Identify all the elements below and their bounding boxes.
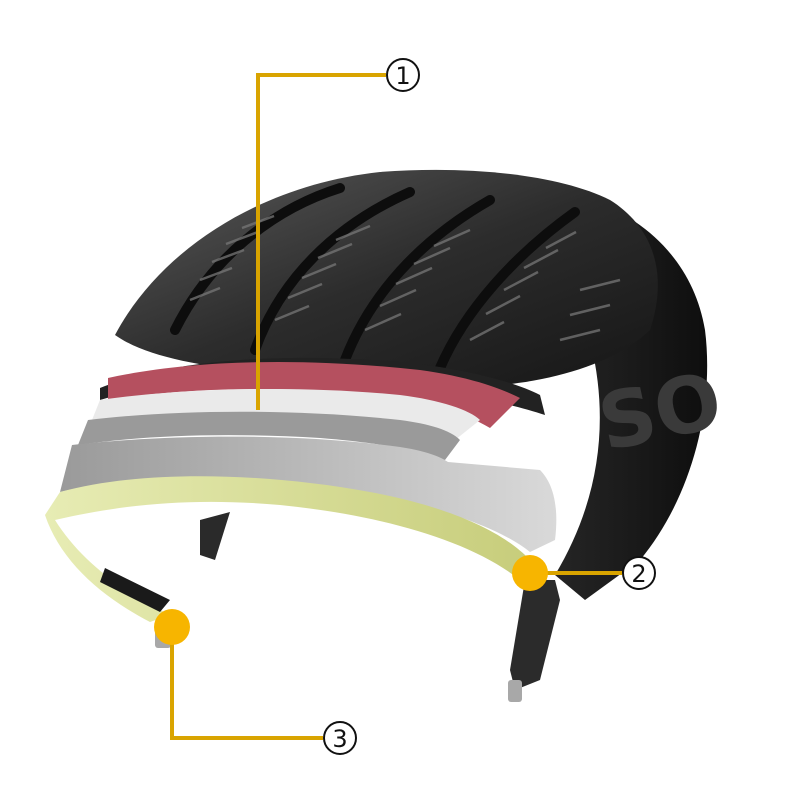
left-bead bbox=[100, 568, 170, 612]
callout-3-badge bbox=[323, 721, 357, 755]
callout-1-badge bbox=[386, 58, 420, 92]
left-inner-wall bbox=[200, 512, 230, 560]
tread-grooves bbox=[170, 183, 580, 373]
cap-ply-layer bbox=[92, 388, 480, 440]
tire-sidewall bbox=[520, 185, 708, 600]
callout-3-label: 3 bbox=[332, 725, 347, 753]
belt-layer-red bbox=[108, 362, 520, 428]
callout-2-marker bbox=[512, 555, 548, 591]
callout-1-label: 1 bbox=[395, 62, 410, 90]
inner-liner bbox=[45, 476, 530, 622]
steel-belt-layer bbox=[78, 411, 460, 460]
callout-2-label: 2 bbox=[631, 560, 646, 588]
callout-1-leader bbox=[256, 73, 386, 410]
right-bead bbox=[510, 580, 560, 690]
tread-sipes bbox=[189, 214, 621, 342]
callout-3-leader bbox=[170, 627, 323, 740]
carcass-layer bbox=[60, 436, 557, 552]
callout-2-badge bbox=[622, 556, 656, 590]
right-bead-wire bbox=[508, 680, 522, 702]
callout-3-marker bbox=[154, 609, 190, 645]
